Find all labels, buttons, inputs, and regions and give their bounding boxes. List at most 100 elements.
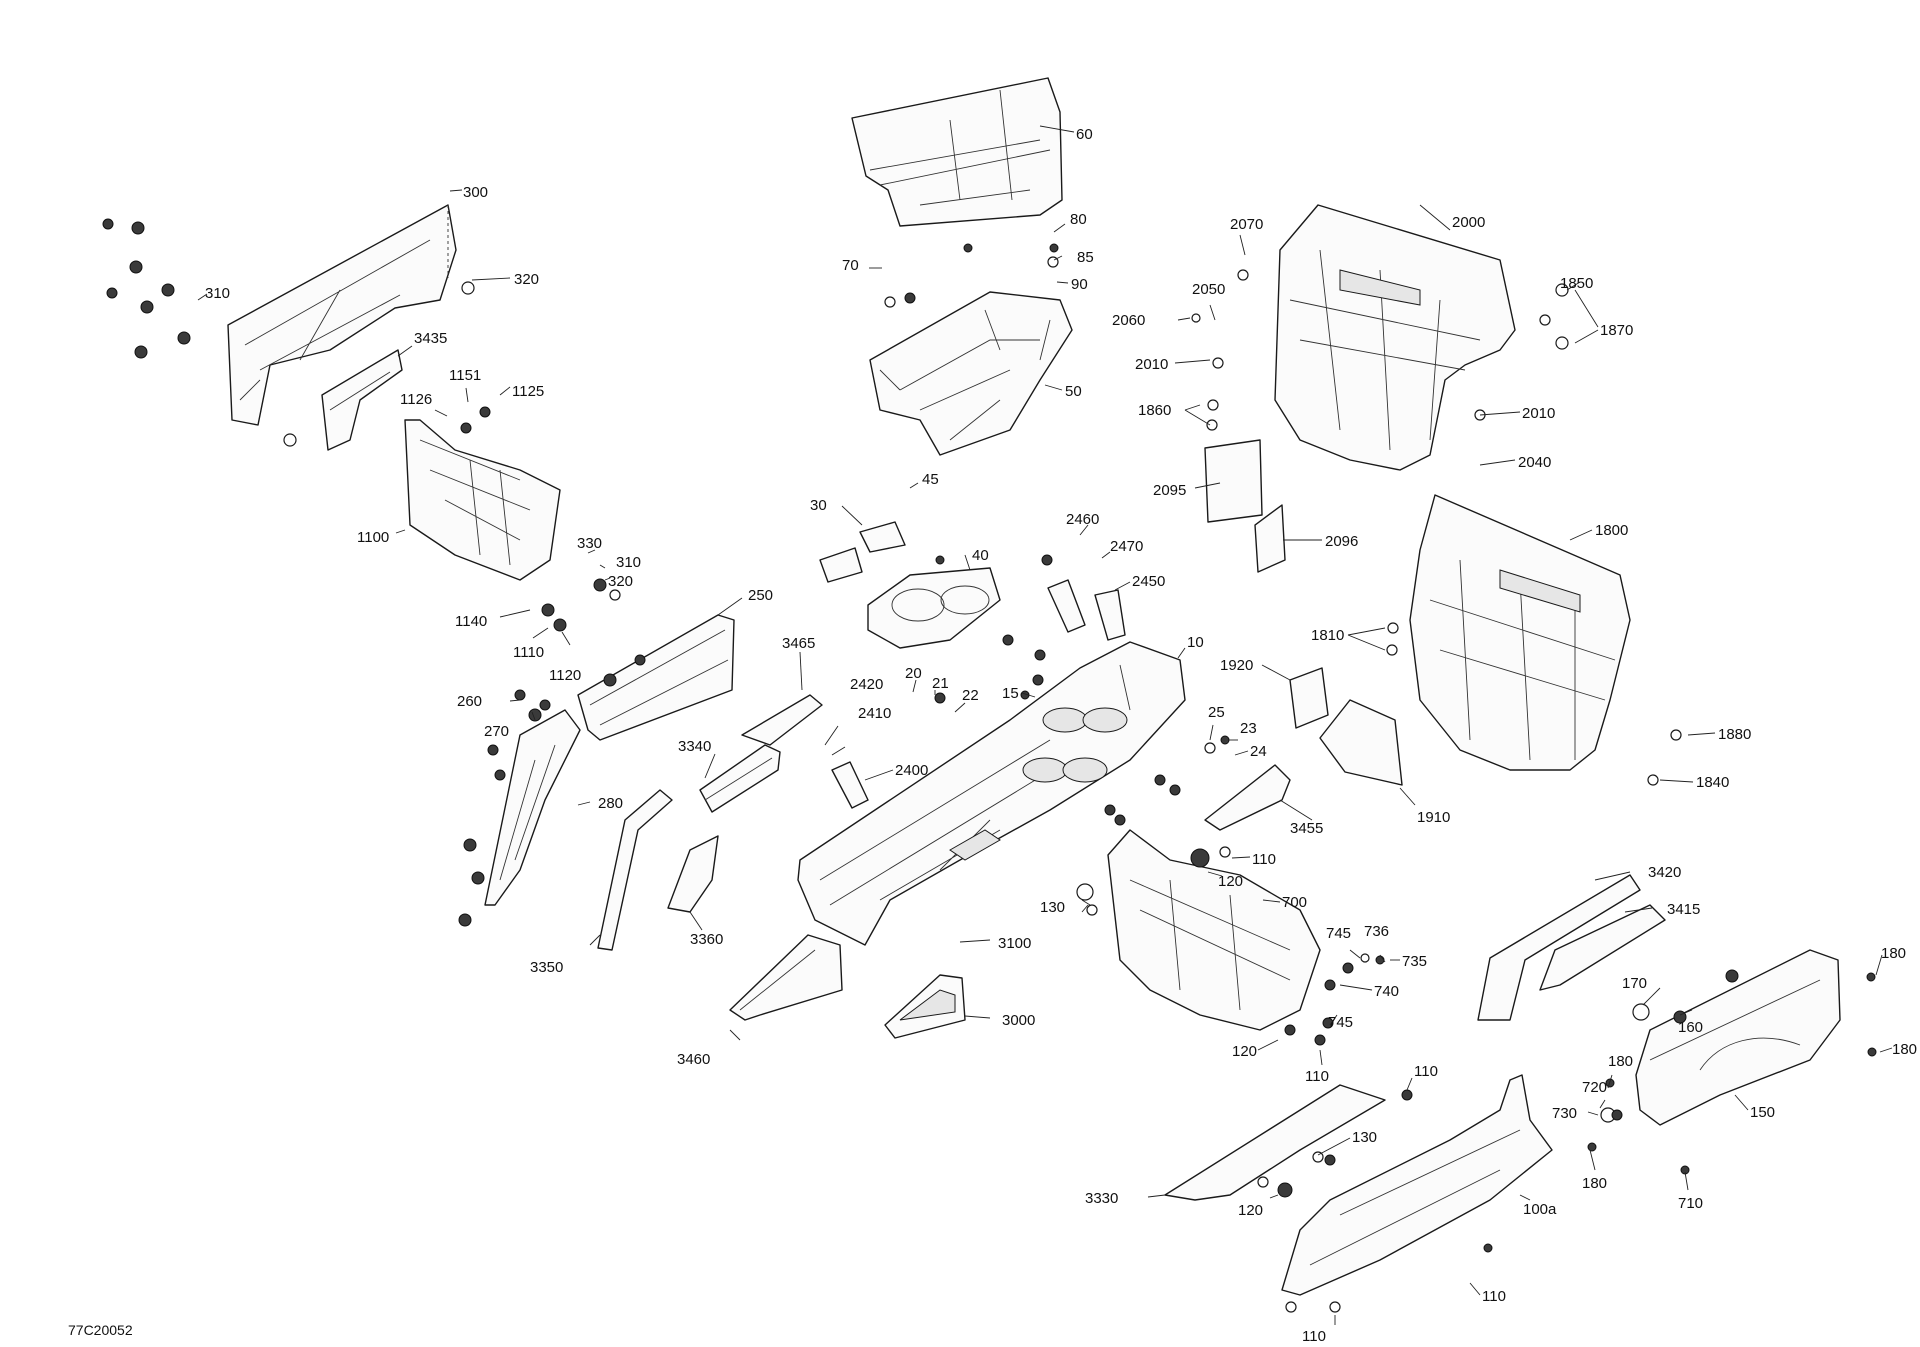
callout-label: 3415 xyxy=(1667,901,1700,918)
part-2400-handle xyxy=(831,761,869,809)
callout-label: 45 xyxy=(922,471,939,488)
callout-label: 110 xyxy=(1305,1068,1329,1085)
callout-label: 2010 xyxy=(1522,405,1555,422)
part-3465-sheet xyxy=(741,694,823,746)
callout-label: 20 xyxy=(905,665,922,682)
callout-label: 1810 xyxy=(1311,627,1344,644)
callout-label: 120 xyxy=(1238,1202,1263,1219)
callout-label: 1870 xyxy=(1600,322,1633,339)
callout-label: 730 xyxy=(1552,1105,1577,1122)
callout-label: 180 xyxy=(1881,945,1906,962)
callout-label: 50 xyxy=(1065,383,1082,400)
part-3420-trim xyxy=(1477,874,1641,1021)
callout-label: 3455 xyxy=(1290,820,1323,837)
part-2450-handles xyxy=(1047,579,1126,641)
callout-label: 1880 xyxy=(1718,726,1751,743)
callout-label: 745 xyxy=(1326,925,1351,942)
part-40-console-lid xyxy=(867,567,1001,649)
callout-label: 2420 xyxy=(850,676,883,693)
callout-label: 150 xyxy=(1750,1104,1775,1121)
callout-label: 10 xyxy=(1187,634,1204,651)
part-3415-trim xyxy=(1539,904,1666,991)
part-3460-floor-trim xyxy=(729,934,843,1021)
part-3350-trim xyxy=(597,789,673,951)
callout-label: 1125 xyxy=(512,383,544,400)
callout-label: 2400 xyxy=(895,762,928,779)
callout-label: 3435 xyxy=(414,330,447,347)
callout-label: 280 xyxy=(598,795,623,812)
callout-label: 3460 xyxy=(677,1051,710,1068)
callout-label: 1126 xyxy=(400,391,432,408)
callout-label: 2060 xyxy=(1112,312,1145,329)
callout-label: 700 xyxy=(1282,894,1307,911)
callout-label: 330 xyxy=(577,535,602,552)
callout-label: 3465 xyxy=(782,635,815,652)
callout-label: 80 xyxy=(1070,211,1087,228)
callout-label: 745 xyxy=(1328,1014,1353,1031)
callout-label: 2096 xyxy=(1325,533,1358,550)
callout-label: 1860 xyxy=(1138,402,1171,419)
callout-label: 2450 xyxy=(1132,573,1165,590)
callout-label: 180 xyxy=(1582,1175,1607,1192)
callout-label: 120 xyxy=(1218,873,1243,890)
part-50-console-bin xyxy=(869,291,1073,456)
part-3455-trim xyxy=(1204,764,1291,831)
callout-label: 2000 xyxy=(1452,214,1485,231)
callout-label: 2040 xyxy=(1518,454,1551,471)
callout-labels: 60 80 85 90 70 50 300 320 310 3435 1151 … xyxy=(205,126,1917,1345)
callout-label: 310 xyxy=(205,285,230,302)
callout-label: 21 xyxy=(932,675,949,692)
part-2000-rear-upper-panel xyxy=(1274,204,1516,471)
callout-label: 110 xyxy=(1414,1063,1438,1080)
callout-label: 22 xyxy=(962,687,979,704)
callout-label: 1920 xyxy=(1220,657,1253,674)
callout-label: 70 xyxy=(842,257,859,274)
part-1910-sheet xyxy=(1319,699,1403,786)
diagram-code: 77C20052 xyxy=(68,1322,133,1338)
callout-label: 25 xyxy=(1208,704,1225,721)
part-10-center-console xyxy=(797,641,1186,946)
callout-label: 130 xyxy=(1352,1129,1377,1146)
callout-label: 2070 xyxy=(1230,216,1263,233)
part-2095-sheet xyxy=(1204,439,1263,523)
part-300-side-panel xyxy=(227,204,457,426)
part-1920-sheet xyxy=(1289,667,1329,729)
callout-label: 60 xyxy=(1076,126,1093,143)
callout-label: 1140 xyxy=(455,613,487,630)
callout-label: 3340 xyxy=(678,738,711,755)
callout-label: 1100 xyxy=(357,529,389,546)
callout-label: 1910 xyxy=(1417,809,1450,826)
callout-label: 250 xyxy=(748,587,773,604)
callout-label: 170 xyxy=(1622,975,1647,992)
callout-label: 3330 xyxy=(1085,1190,1118,1207)
callout-label: 1850 xyxy=(1560,275,1593,292)
part-1100-footwell-panel xyxy=(404,419,561,581)
callout-label: 2410 xyxy=(858,705,891,722)
part-3000-switch-panel xyxy=(884,974,966,1039)
callout-label: 130 xyxy=(1040,899,1065,916)
callout-label: 3000 xyxy=(1002,1012,1035,1029)
callout-label: 2470 xyxy=(1110,538,1143,555)
part-60-top-cover xyxy=(851,77,1063,227)
callout-label: 3420 xyxy=(1648,864,1681,881)
callout-label: 110 xyxy=(1482,1288,1506,1305)
callout-label: 320 xyxy=(608,573,633,590)
callout-label: 180 xyxy=(1892,1041,1917,1058)
part-2096-sheet xyxy=(1254,504,1286,573)
callout-label: 3360 xyxy=(690,931,723,948)
callout-label: 1120 xyxy=(549,667,581,684)
callout-label: 1110 xyxy=(513,644,544,661)
part-3360-pad xyxy=(667,835,719,913)
part-280-long-panel xyxy=(484,709,581,906)
callout-label: 3350 xyxy=(530,959,563,976)
part-3330-trim-sheet xyxy=(1164,1084,1386,1201)
callout-label: 735 xyxy=(1402,953,1427,970)
callout-label: 2050 xyxy=(1192,281,1225,298)
callout-label: 260 xyxy=(457,693,482,710)
callout-label: 2010 xyxy=(1135,356,1168,373)
part-100a-front-fender xyxy=(1281,1074,1553,1296)
callout-label: 736 xyxy=(1364,923,1389,940)
callout-label: 24 xyxy=(1250,743,1267,760)
callout-label: 1800 xyxy=(1595,522,1628,539)
